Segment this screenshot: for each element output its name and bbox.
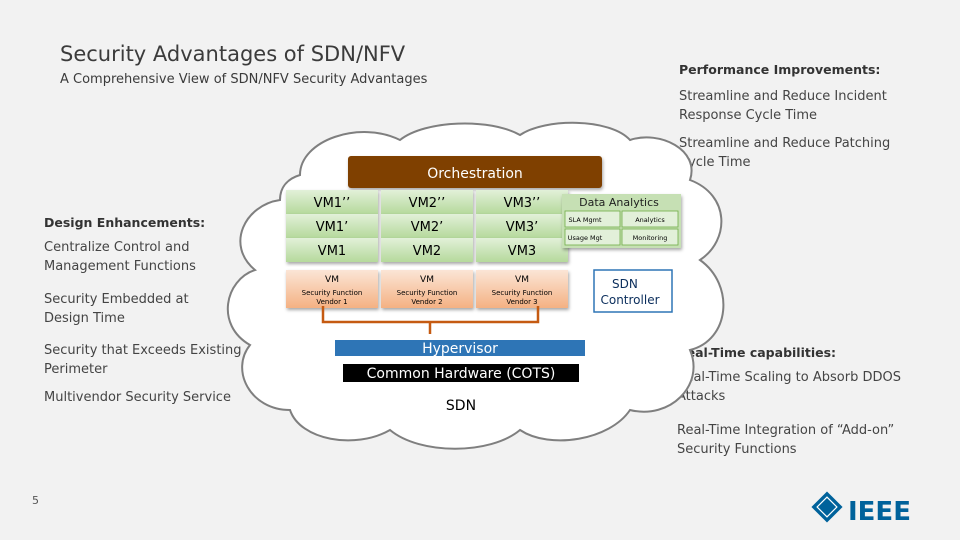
vendor-vm-label: VM <box>420 275 434 285</box>
realtime-item-2: Real-Time Integration of “Add-on” Securi… <box>677 421 894 459</box>
ieee-logo-text: IEEE <box>848 497 911 527</box>
design-item-2: Security Embedded at Design Time <box>44 290 189 328</box>
vendor-function-label: Security Function <box>492 289 553 297</box>
analytics-cell <box>621 228 679 246</box>
design-item-3-line-1: Security that Exceeds Existing <box>44 343 242 358</box>
performance-item-2: Streamline and Reduce Patching Cycle Tim… <box>679 134 890 172</box>
analytics-cell-label: Usage Mgt <box>568 234 603 242</box>
vm-label: VM3 <box>508 244 536 259</box>
performance-item-2-line-1: Streamline and Reduce Patching <box>679 136 891 151</box>
vendor-box <box>476 270 568 308</box>
ieee-logo: IEEE <box>811 491 911 527</box>
design-item-1-line-1: Centralize Control and <box>44 240 190 255</box>
vendor-box <box>381 270 473 308</box>
vendor-vm-label: VM <box>515 275 529 285</box>
design-item-3-line-2: Perimeter <box>44 362 108 377</box>
analytics-cell <box>564 228 621 246</box>
analytics-cell-label: SLA Mgmt <box>568 216 601 224</box>
realtime-item-2-line-2: Security Functions <box>677 442 797 457</box>
vendor-row: VM Security Function Vendor 1 VM Securit… <box>286 270 568 308</box>
vm-label: VM1’ <box>316 220 349 235</box>
vm-box <box>286 238 378 262</box>
vm-label: VM1 <box>318 244 346 259</box>
analytics-cell-label: Analytics <box>635 216 665 224</box>
page-number: 5 <box>32 494 39 507</box>
ieee-diamond-inner-icon <box>816 496 838 518</box>
hardware-bar <box>343 364 579 382</box>
analytics-cell <box>564 210 621 228</box>
vendor-box <box>286 270 378 308</box>
page-subtitle: A Comprehensive View of SDN/NFV Security… <box>60 72 428 87</box>
realtime-heading: Real-Time capabilities: <box>677 345 837 360</box>
sdn-label: SDN <box>446 398 476 414</box>
performance-item-2-line-2: Cycle Time <box>679 155 751 170</box>
analytics-cell-label: Monitoring <box>633 234 668 242</box>
hypervisor-label: Hypervisor <box>422 341 498 357</box>
hardware-label: Common Hardware (COTS) <box>367 366 556 382</box>
design-item-2-line-1: Security Embedded at <box>44 292 189 307</box>
data-analytics-title: Data Analytics <box>579 196 659 209</box>
sdn-controller-label-2: Controller <box>600 293 659 307</box>
design-item-4: Multivendor Security Service <box>44 390 231 405</box>
design-item-2-line-2: Design Time <box>44 311 125 326</box>
vm-label: VM3’ <box>506 220 539 235</box>
vm-box <box>286 214 378 238</box>
vm-box <box>286 190 378 214</box>
vendor-vm-label: VM <box>325 275 339 285</box>
design-item-1: Centralize Control and Management Functi… <box>44 238 196 276</box>
performance-item-1-line-1: Streamline and Reduce Incident <box>679 89 887 104</box>
sdn-controller-label-1: SDN <box>612 277 638 291</box>
hypervisor-bar <box>335 340 585 356</box>
vm-label: VM2’ <box>411 220 444 235</box>
analytics-cell <box>621 210 679 228</box>
vm-stack: VM1’’ VM2’’ VM3’’ VM1’ VM2’ VM3’ VM1 VM2… <box>286 190 568 262</box>
vendor-function-label: Security Function <box>397 289 458 297</box>
performance-item-1-line-2: Response Cycle Time <box>679 108 818 123</box>
vm-label: VM2’’ <box>409 196 446 211</box>
vm-box <box>381 238 473 262</box>
sdn-controller-box <box>593 269 673 313</box>
performance-item-1: Streamline and Reduce Incident Response … <box>679 87 887 125</box>
vendor-name-label: Vendor 1 <box>316 298 347 306</box>
realtime-item-2-line-1: Real-Time Integration of “Add-on” <box>677 423 895 438</box>
vm-label: VM2 <box>413 244 441 259</box>
vm-label: VM1’’ <box>314 196 351 211</box>
realtime-item-1-line-2: Attacks <box>677 389 726 404</box>
performance-heading: Performance Improvements: <box>679 62 881 77</box>
vm-box <box>476 238 568 262</box>
realtime-item-1-line-1: Real-Time Scaling to Absorb DDOS <box>677 370 901 385</box>
page-title: Security Advantages of SDN/NFV <box>60 42 406 66</box>
vm-box <box>381 214 473 238</box>
vm-label: VM3’’ <box>504 196 541 211</box>
vendor-bracket <box>321 306 540 334</box>
vm-box <box>476 190 568 214</box>
design-heading: Design Enhancements: <box>44 215 206 230</box>
vm-box <box>381 190 473 214</box>
design-item-1-line-2: Management Functions <box>44 259 196 274</box>
orchestration-label: Orchestration <box>427 166 523 182</box>
vendor-name-label: Vendor 3 <box>506 298 537 306</box>
ieee-diamond-icon <box>811 491 843 523</box>
realtime-item-1: Real-Time Scaling to Absorb DDOS Attacks <box>677 368 901 406</box>
orchestration-bar <box>348 156 602 188</box>
vm-box <box>476 214 568 238</box>
design-item-3: Security that Exceeds Existing Perimeter <box>44 341 242 379</box>
vendor-name-label: Vendor 2 <box>411 298 442 306</box>
vendor-function-label: Security Function <box>302 289 363 297</box>
